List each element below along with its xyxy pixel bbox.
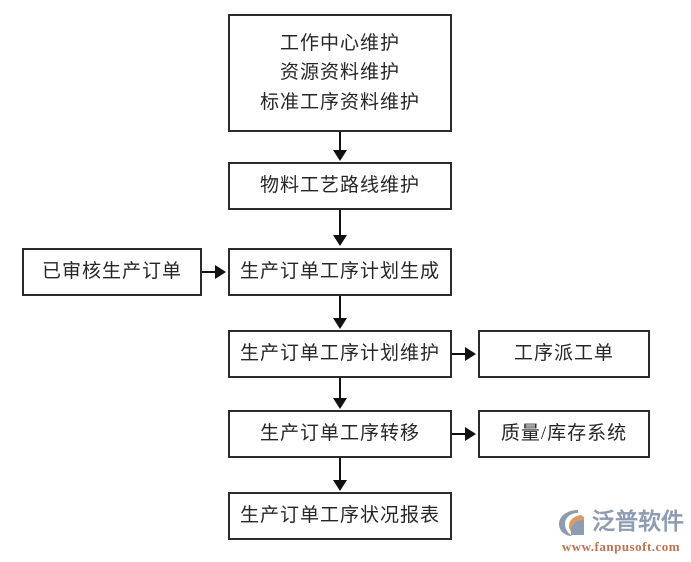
node-base-data-line-1: 工作中心维护 bbox=[279, 32, 400, 54]
connector-plan-generate-to-plan-maintain bbox=[339, 296, 341, 319]
arrowhead-right-icon bbox=[465, 347, 476, 361]
connector-basedata-to-routing bbox=[339, 132, 341, 152]
node-dispatch-label: 工序派工单 bbox=[513, 343, 614, 365]
connector-routing-to-plan-generate bbox=[339, 210, 341, 236]
node-status-report-label: 生产订单工序状况报表 bbox=[239, 505, 440, 527]
connector-transfer-to-quality-inventory bbox=[452, 433, 467, 435]
node-transfer-label: 生产订单工序转移 bbox=[259, 423, 420, 445]
node-operation-dispatch-order[interactable]: 工序派工单 bbox=[478, 330, 650, 378]
arrowhead-down-icon bbox=[333, 150, 347, 161]
node-approved-production-order[interactable]: 已审核生产订单 bbox=[22, 248, 202, 296]
watermark-row: 泛普软件 bbox=[558, 508, 684, 538]
node-base-data-maintenance[interactable]: 工作中心维护 资源资料维护 标准工序资料维护 bbox=[228, 14, 452, 132]
node-approved-order-label: 已审核生产订单 bbox=[41, 261, 182, 283]
node-material-routing-maintenance[interactable]: 物料工艺路线维护 bbox=[228, 162, 452, 210]
arrowhead-right-icon bbox=[465, 427, 476, 441]
node-quality-inventory-system[interactable]: 质量/库存系统 bbox=[478, 410, 650, 458]
node-quality-inventory-label: 质量/库存系统 bbox=[500, 423, 628, 445]
connector-transfer-to-status-report bbox=[339, 458, 341, 481]
arrowhead-right-icon bbox=[215, 265, 226, 279]
node-plan-generate-label: 生产订单工序计划生成 bbox=[239, 261, 440, 283]
node-base-data-line-3: 标准工序资料维护 bbox=[259, 91, 420, 113]
node-routing-label: 物料工艺路线维护 bbox=[259, 175, 420, 197]
watermark-url: www.fanpusoft.com bbox=[561, 538, 681, 554]
connector-approved-order-to-plan-generate bbox=[202, 271, 217, 273]
node-plan-maintain-label: 生产订单工序计划维护 bbox=[239, 343, 440, 365]
arrowhead-down-icon bbox=[333, 318, 347, 329]
node-operation-plan-maintenance[interactable]: 生产订单工序计划维护 bbox=[228, 330, 452, 378]
arrowhead-down-icon bbox=[333, 235, 347, 246]
connector-plan-maintain-to-transfer bbox=[339, 378, 341, 399]
watermark: 泛普软件 www.fanpusoft.com bbox=[556, 502, 686, 558]
watermark-brand: 泛普软件 bbox=[592, 509, 684, 535]
connector-plan-maintain-to-dispatch bbox=[452, 353, 467, 355]
arrowhead-down-icon bbox=[333, 480, 347, 491]
node-operation-plan-generation[interactable]: 生产订单工序计划生成 bbox=[228, 248, 452, 296]
node-operation-status-report[interactable]: 生产订单工序状况报表 bbox=[228, 492, 452, 540]
node-base-data-line-2: 资源资料维护 bbox=[279, 62, 400, 84]
fanpu-logo-icon bbox=[559, 509, 584, 536]
node-operation-transfer[interactable]: 生产订单工序转移 bbox=[228, 410, 452, 458]
arrowhead-down-icon bbox=[333, 398, 347, 409]
